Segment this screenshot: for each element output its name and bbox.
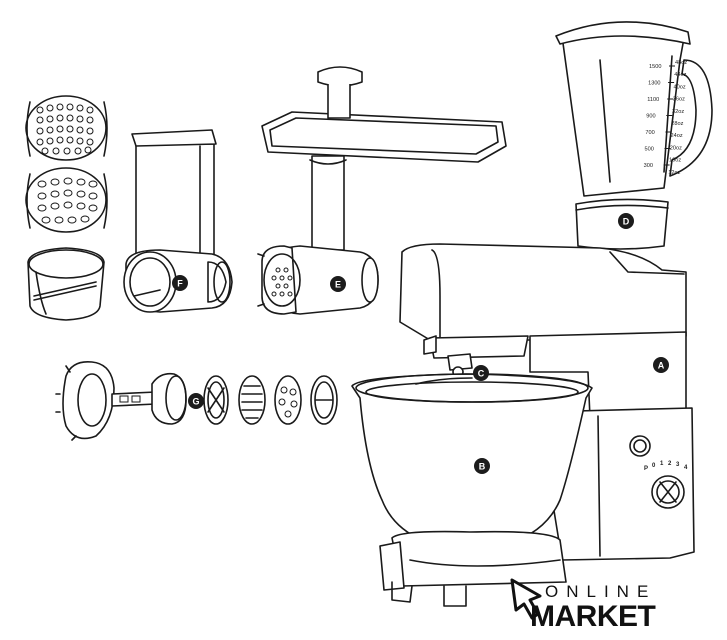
label-a-badge: A [653,357,669,373]
jug-oz-label: 44oz [674,72,686,78]
jug-oz-label: 28oz [671,121,683,127]
jug-oz-label: 40oz [674,84,686,90]
jug-oz-label: 48oz [675,60,687,66]
coarse-grating-drum [25,95,108,161]
jug-ml-label: 1100 [647,97,659,103]
jug-oz-label: 12oz [668,170,680,176]
jug-ml-label: 1500 [649,64,661,70]
svg-text:F: F [177,279,183,289]
svg-text:P: P [644,466,648,472]
svg-text:B: B [479,462,486,472]
svg-text:C: C [478,369,485,379]
mincer-parts-row [55,360,338,441]
meat-mincer [257,66,507,315]
svg-text:D: D [623,217,630,227]
label-f-badge: F [172,275,188,291]
slicing-drum [27,247,105,321]
svg-text:0: 0 [652,463,656,469]
fine-grating-drum [25,167,108,233]
label-d-badge: D [618,213,634,229]
svg-text:G: G [192,397,199,407]
jug-measurement-scale: 1500 1300 1100 900 700 500 300 48oz 44oz 40oz 36oz… [644,55,687,176]
label-g-badge: G [188,393,204,409]
logo-line-1: ONLINE [545,582,656,601]
cursor-icon [510,578,542,620]
label-b-badge: B [474,458,490,474]
label-e-badge: E [330,276,346,292]
svg-text:2: 2 [668,461,672,467]
svg-text:A: A [658,361,665,371]
jug-oz-label: 24oz [671,133,683,139]
jug-oz-label: 32oz [672,109,684,115]
jug-ml-label: 1300 [648,81,660,87]
jug-ml-label: 300 [644,163,653,169]
online-market-logo: ONLINE MARKET [510,578,656,633]
jug-ml-label: 900 [646,114,655,120]
mixing-bowl [351,373,593,607]
speed-dial-labels: P 0 1 2 3 4 [644,461,688,472]
svg-text:1: 1 [660,461,664,467]
jug-oz-label: 20oz [670,145,682,151]
mixer-body: P 0 1 2 3 4 [399,243,695,561]
svg-text:E: E [335,280,341,290]
blender-jug: 1500 1300 1100 900 700 500 300 48oz 44oz 40oz 36oz… [555,21,713,250]
jug-oz-label: 36oz [673,97,685,103]
jug-oz-label: 16oz [669,158,681,164]
svg-text:4: 4 [684,465,688,471]
jug-ml-label: 500 [645,147,654,153]
logo-line-2: MARKET [530,600,655,633]
label-c-badge: C [473,365,489,381]
svg-text:3: 3 [676,462,680,468]
jug-ml-label: 700 [645,130,654,136]
